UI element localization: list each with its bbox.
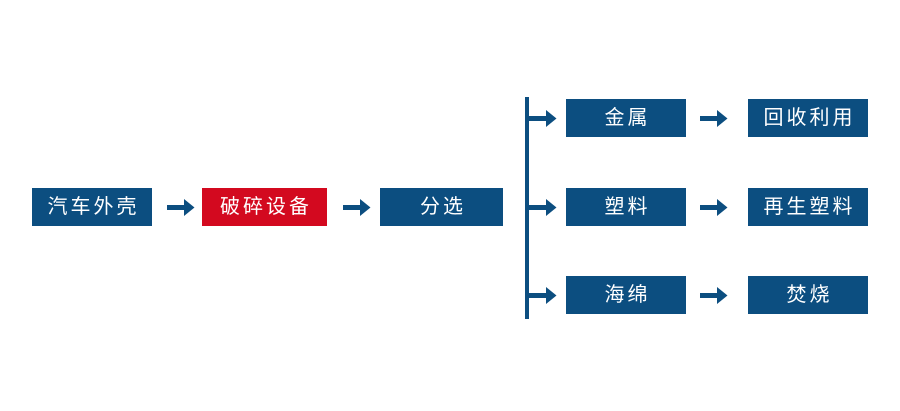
branch-arrow-icon-sponge (527, 285, 557, 306)
node-regenerated-plastic[interactable]: 再生塑料 (748, 188, 868, 226)
node-car-shell[interactable]: 汽车外壳 (32, 188, 152, 226)
arrow-right-icon-shell-to-shredder (167, 197, 195, 218)
arrow-right-icon-metal-to-recycle (700, 108, 728, 129)
node-shredder-equipment[interactable]: 破碎设备 (202, 188, 327, 226)
arrow-right-icon-shredder-to-sorting (343, 197, 371, 218)
arrow-right-icon-sponge-to-incineration (700, 285, 728, 306)
arrow-right-icon-plastic-to-regenerated (700, 197, 728, 218)
branch-arrow-icon-plastic (527, 197, 557, 218)
node-recycle-reuse[interactable]: 回收利用 (748, 99, 868, 137)
node-sponge[interactable]: 海绵 (566, 276, 686, 314)
node-plastic[interactable]: 塑料 (566, 188, 686, 226)
node-sorting[interactable]: 分选 (380, 188, 503, 226)
node-metal[interactable]: 金属 (566, 99, 686, 137)
branch-arrow-icon-metal (527, 108, 557, 129)
node-incineration[interactable]: 焚烧 (748, 276, 868, 314)
